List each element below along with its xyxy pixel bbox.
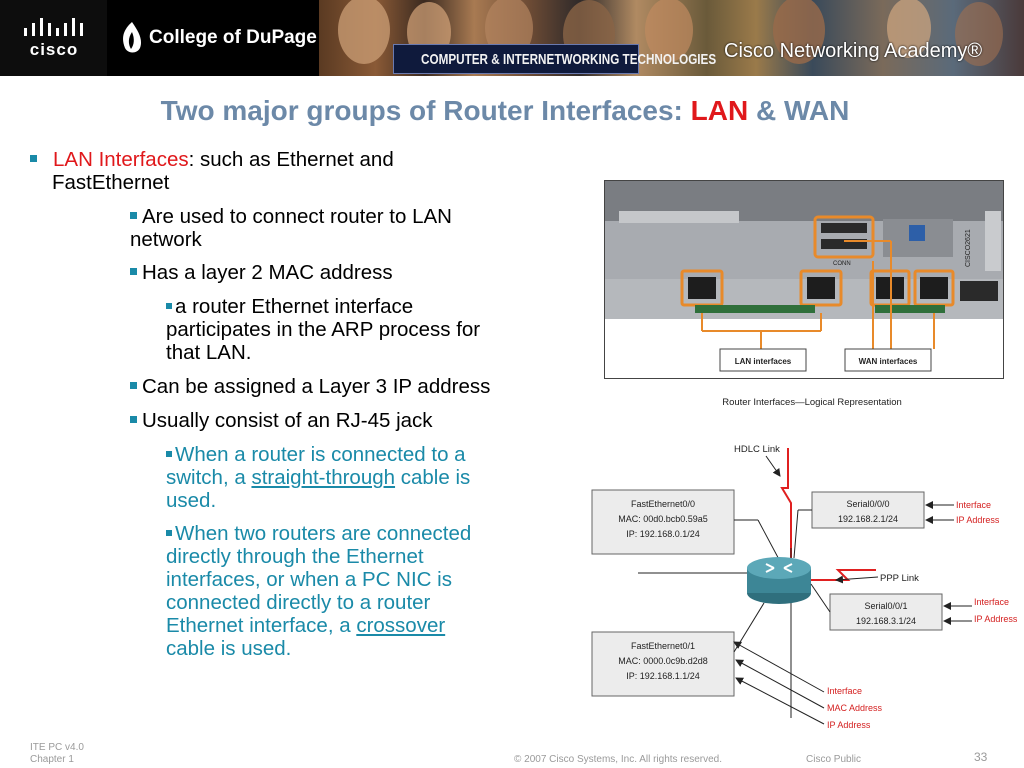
student-photos-image — [338, 0, 1003, 68]
bullet-ip-address: Can be assigned a Layer 3 IP address — [130, 375, 490, 398]
s000-interface-annotation: Interface — [956, 500, 991, 510]
s001-name: Serial0/0/1 — [864, 601, 907, 611]
s000-ip: 192.168.2.1/24 — [838, 514, 898, 524]
straight-through-link[interactable]: straight-through — [251, 466, 396, 489]
fe00-name: FastEthernet0/0 — [631, 499, 695, 509]
ppp-link-label: PPP Link — [880, 573, 919, 584]
bullet-text-cont: participates in the ARP process for — [166, 318, 481, 341]
bullet-square-icon — [166, 303, 172, 309]
bullet-straight-through: When a router is connected to a — [166, 443, 466, 466]
router-model-label: CISCO2621 — [965, 229, 972, 267]
page-number: 33 — [974, 750, 988, 764]
title-suffix: & WAN — [748, 95, 850, 126]
bullet-square-icon — [166, 530, 172, 536]
serial001-box — [829, 593, 943, 631]
slide-title: Two major groups of Router Interfaces: L… — [0, 95, 1010, 127]
cisco-logo: cisco — [0, 0, 107, 76]
fe00-ip: IP: 192.168.0.1/24 — [626, 529, 700, 539]
router-icon — [747, 557, 811, 579]
fe01-mac: MAC: 0000.0c9b.d2d8 — [618, 656, 708, 666]
s000-name: Serial0/0/0 — [846, 499, 889, 509]
crossover-link[interactable]: crossover — [356, 614, 446, 637]
bullet-square-icon — [166, 451, 172, 457]
bullet-text: When two routers are connected — [175, 522, 472, 545]
academy-name: Cisco Networking Academy® — [724, 40, 983, 62]
bullet-text-cont: cable is used. — [166, 637, 292, 660]
bullet-text-cont: Ethernet interface, a crossover — [166, 614, 445, 637]
ppp-link-icon — [811, 569, 876, 581]
router-panel-image: CISCO2621 CONN LAN interfaces WAN interf… — [605, 181, 1003, 378]
fe01-interface-annotation: Interface — [827, 686, 862, 696]
router-back-panel-photo: CISCO2621 CONN LAN interfaces WAN interf… — [604, 180, 1004, 379]
cisco-logo-text: cisco — [29, 40, 79, 59]
s001-ip: 192.168.3.1/24 — [856, 616, 916, 626]
s000-ip-annotation: IP Address — [956, 515, 1000, 525]
diagram-title: Router Interfaces—Logical Representation — [722, 397, 902, 408]
bullet-text: : such as Ethernet and — [188, 148, 394, 171]
title-prefix: Two major groups of Router Interfaces: — [160, 95, 691, 126]
college-name: College of DuPage — [149, 27, 317, 48]
bullet-text-cont: used. — [166, 489, 217, 512]
bullet-text-cont: directly through the Ethernet — [166, 545, 424, 568]
bullet-square-icon — [130, 416, 137, 423]
bullet-text: Can be assigned a Layer 3 IP address — [142, 375, 491, 398]
bullet-mac-address: Has a layer 2 MAC address — [130, 261, 393, 284]
bullet-text-cont: interfaces, or when a PC NIC is — [166, 568, 452, 591]
serial000-box — [811, 491, 925, 529]
college-logo: College of DuPage — [107, 0, 319, 76]
bullet-text: Ethernet interface, a — [166, 614, 357, 637]
conn-label: CONN — [833, 261, 851, 267]
bullet-text-cont: network — [130, 228, 202, 251]
bullet-arp-process: a router Ethernet interface — [166, 295, 413, 318]
header-banner: cisco College of DuPage COMPUTER & INTER… — [0, 0, 1024, 76]
wan-interfaces-label: WAN interfaces — [859, 357, 918, 366]
bullet-used-to-connect: Are used to connect router to LAN — [130, 205, 452, 228]
bullet-text-cont: that LAN. — [166, 341, 252, 364]
bullet-square-icon — [130, 212, 137, 219]
fe01-name: FastEthernet0/1 — [631, 641, 695, 651]
bullet-text: cable is — [395, 466, 471, 489]
bullet-text: switch, a — [166, 466, 252, 489]
bullet-square-icon — [30, 155, 37, 162]
cisco-bars-icon — [24, 18, 83, 36]
fastethernet01-box — [591, 631, 735, 697]
bullet-text: When a router is connected to a — [175, 443, 466, 466]
bullet-square-icon — [130, 268, 137, 275]
bullet-lan-interfaces: LAN Interfaces: such as Ethernet and — [30, 148, 394, 171]
program-name: COMPUTER & INTERNETWORKING TECHNOLOGIES — [421, 51, 717, 68]
fe01-ip-annotation: IP Address — [827, 720, 871, 730]
footer-course: ITE PC v4.0 — [30, 742, 84, 753]
bullet-text-cont: connected directly to a router — [166, 591, 431, 614]
title-lan: LAN — [690, 95, 749, 126]
bullet-text-cont: FastEthernet — [52, 171, 170, 194]
lan-interfaces-term: LAN Interfaces — [53, 148, 189, 171]
bullet-text: Has a layer 2 MAC address — [142, 261, 393, 284]
bullet-square-icon — [130, 382, 137, 389]
bullet-text: Usually consist of an RJ-45 jack — [142, 409, 433, 432]
bullet-text: a router Ethernet interface — [175, 295, 414, 318]
hdlc-link-label: HDLC Link — [734, 444, 780, 455]
footer-classification: Cisco Public — [806, 754, 862, 765]
bullet-text-cont: switch, a straight-through cable is — [166, 466, 470, 489]
college-flame-icon — [123, 22, 142, 53]
s001-ip-annotation: IP Address — [974, 614, 1018, 624]
hdlc-link-icon — [780, 448, 792, 563]
program-banner: COMPUTER & INTERNETWORKING TECHNOLOGIES — [393, 44, 717, 74]
bullet-crossover: When two routers are connected — [166, 522, 471, 545]
fastethernet00-box — [591, 489, 735, 555]
bullet-rj45: Usually consist of an RJ-45 jack — [130, 409, 433, 432]
diagram-canvas: Router Interfaces—Logical Representation… — [591, 397, 1018, 730]
fe01-ip: IP: 192.168.1.1/24 — [626, 671, 700, 681]
footer-chapter: Chapter 1 — [30, 754, 74, 765]
s001-interface-annotation: Interface — [974, 597, 1009, 607]
fe00-mac: MAC: 00d0.bcb0.59a5 — [618, 514, 708, 524]
fe01-mac-annotation: MAC Address — [827, 703, 883, 713]
lan-interfaces-label: LAN interfaces — [735, 357, 792, 366]
logical-representation-diagram: Router Interfaces—Logical Representation… — [586, 388, 1024, 733]
bullet-text: Are used to connect router to LAN — [142, 205, 452, 228]
footer-copyright: © 2007 Cisco Systems, Inc. All rights re… — [514, 754, 723, 765]
